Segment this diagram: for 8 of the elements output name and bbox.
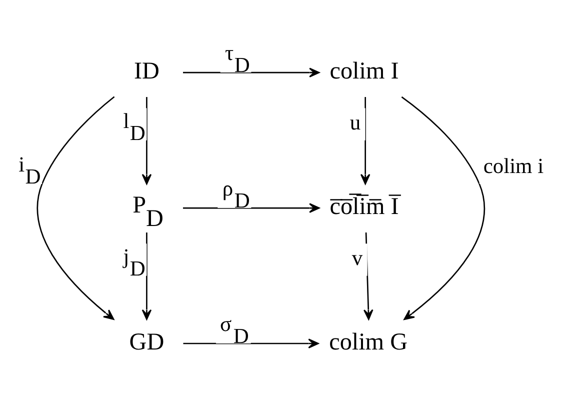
edge-label: u <box>350 110 361 134</box>
node-text: colim G <box>329 328 408 356</box>
node-text: ID <box>134 57 160 84</box>
node-text: c̅o̅l̅i̅m̅ I̅ <box>330 192 399 220</box>
node-text: GD <box>129 328 164 356</box>
edge-label: v <box>352 246 363 270</box>
edge-label: colim i <box>483 154 544 178</box>
node-text: colim I <box>330 57 399 84</box>
